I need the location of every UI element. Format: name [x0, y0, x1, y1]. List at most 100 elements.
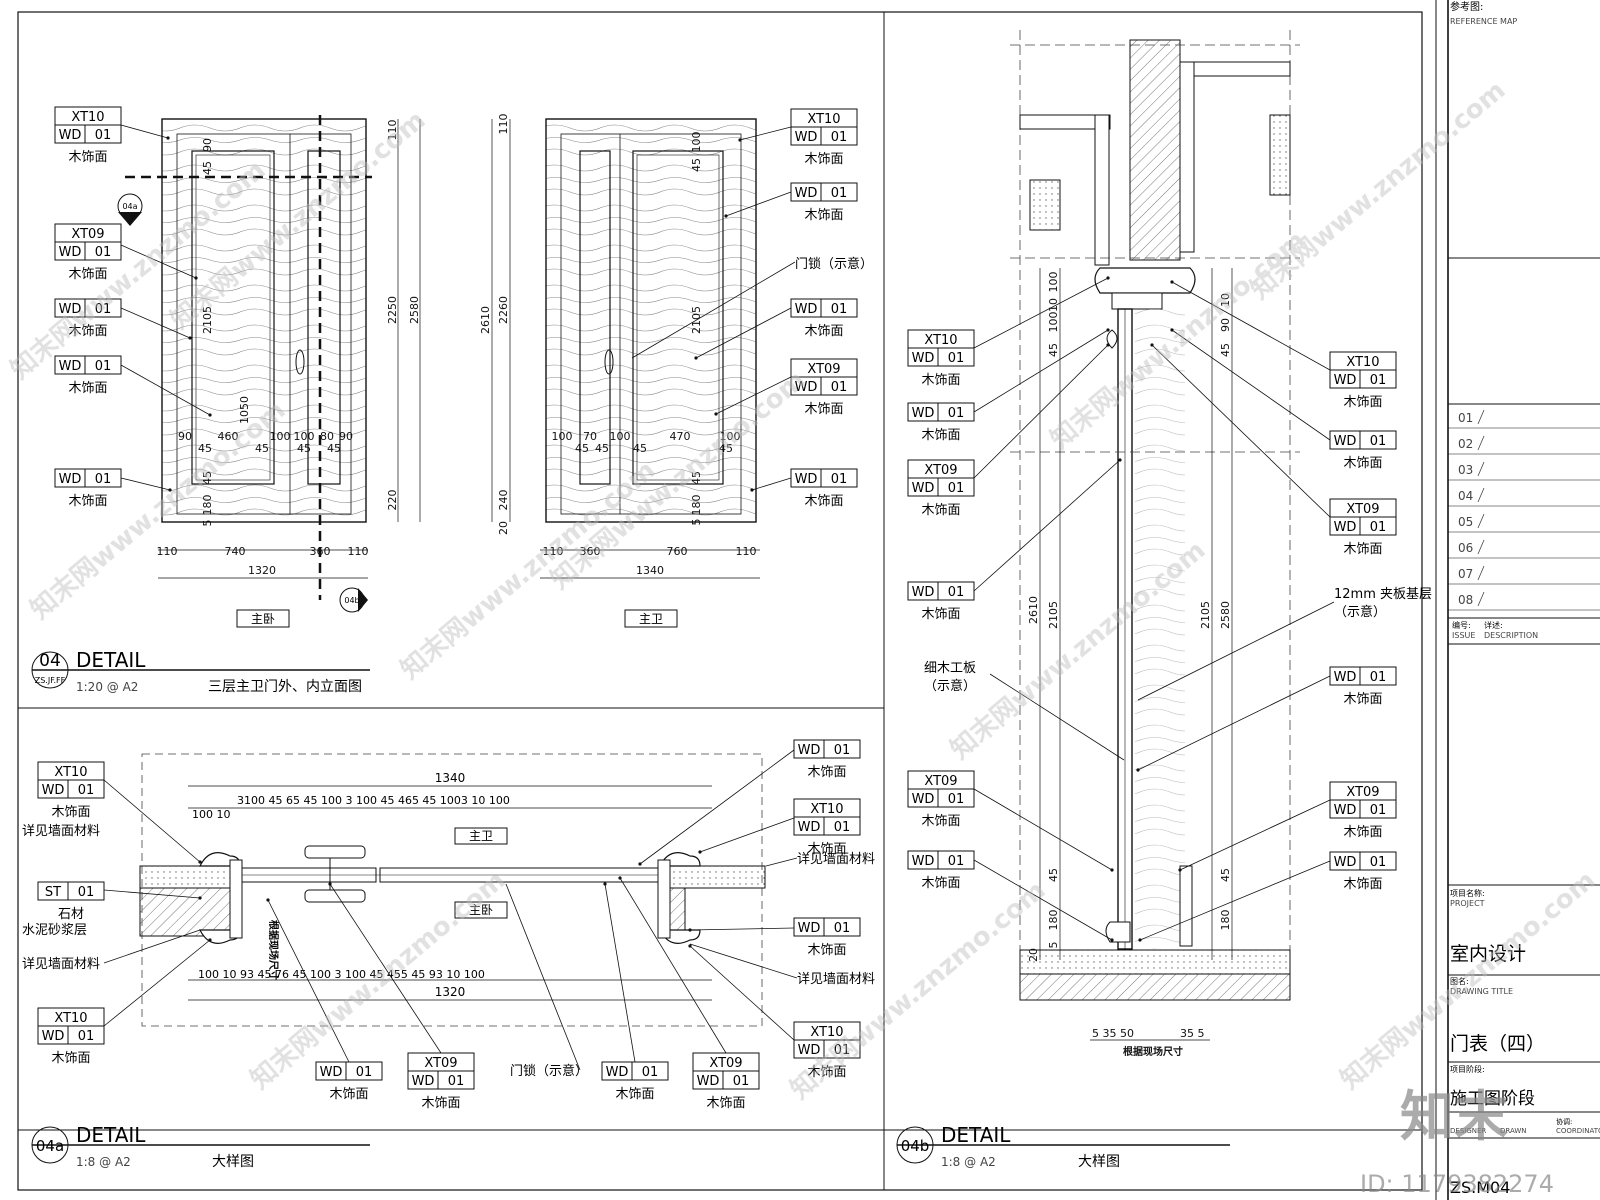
svg-text:木饰面: 木饰面	[807, 765, 846, 780]
svg-text:WD: WD	[798, 1043, 821, 1058]
svg-text:木饰面: 木饰面	[68, 150, 107, 165]
dim-width-total: 1320	[248, 564, 276, 577]
svg-text:01: 01	[1458, 411, 1473, 425]
svg-text:100: 100	[610, 430, 631, 443]
svg-text:360: 360	[580, 545, 601, 558]
svg-text:180: 180	[1047, 910, 1060, 931]
svg-text:45: 45	[297, 442, 311, 455]
svg-text:WD: WD	[912, 406, 935, 421]
svg-text:100: 100	[690, 132, 703, 153]
svg-text:45: 45	[1047, 343, 1060, 357]
svg-text:01: 01	[948, 585, 965, 600]
svg-text:04a: 04a	[36, 1137, 64, 1155]
svg-text:项目阶段:: 项目阶段:	[1450, 1064, 1485, 1074]
svg-text:DETAIL: DETAIL	[76, 1123, 146, 1147]
svg-text:2105: 2105	[201, 306, 214, 334]
svg-text:木饰面: 木饰面	[804, 402, 843, 417]
svg-text:01: 01	[733, 1074, 750, 1089]
svg-text:20: 20	[1027, 948, 1040, 962]
svg-text:01: 01	[948, 792, 965, 807]
svg-text:大样图: 大样图	[1078, 1154, 1120, 1170]
issue-row: 07	[1448, 565, 1600, 585]
svg-text:木饰面: 木饰面	[1343, 825, 1382, 840]
svg-text:460: 460	[218, 430, 239, 443]
svg-text:WD: WD	[59, 245, 82, 260]
svg-text:详见墙面材料: 详见墙面材料	[22, 824, 100, 839]
svg-text:编号:: 编号:	[1452, 620, 1471, 630]
svg-text:45: 45	[690, 471, 703, 485]
svg-text:木饰面: 木饰面	[706, 1096, 745, 1111]
svg-text:大样图: 大样图	[212, 1154, 254, 1170]
svg-text:45: 45	[201, 161, 214, 175]
svg-text:01: 01	[948, 854, 965, 869]
svg-text:WD: WD	[912, 351, 935, 366]
svg-text:WD: WD	[59, 472, 82, 487]
watermark-logo: 知末	[1400, 1085, 1508, 1148]
svg-text:WD: WD	[912, 792, 935, 807]
issue-row: 08	[1448, 591, 1600, 611]
svg-text:45: 45	[255, 442, 269, 455]
svg-text:70: 70	[583, 430, 597, 443]
svg-text:WD: WD	[795, 380, 818, 395]
svg-text:ST: ST	[45, 885, 61, 900]
svg-text:01: 01	[1370, 803, 1387, 818]
svg-text:1320: 1320	[435, 985, 466, 999]
svg-text:XT10: XT10	[924, 333, 957, 348]
detail-04b-section: 2610 2105 2105 2580 100 10 100 45 90 10 …	[896, 30, 1432, 1170]
svg-text:WD: WD	[1334, 520, 1357, 535]
svg-text:水泥砂浆层: 水泥砂浆层	[22, 923, 87, 938]
svg-text:45: 45	[327, 442, 341, 455]
svg-text:木饰面: 木饰面	[68, 494, 107, 509]
svg-text:5 35 50: 5 35 50	[1092, 1027, 1134, 1040]
svg-text:04b: 04b	[901, 1137, 930, 1155]
svg-text:90: 90	[178, 430, 192, 443]
svg-text:木饰面: 木饰面	[1343, 692, 1382, 707]
svg-text:01: 01	[448, 1074, 465, 1089]
svg-text:02: 02	[1458, 437, 1473, 451]
svg-text:根据现场尺寸: 根据现场尺寸	[267, 920, 280, 980]
svg-text:220: 220	[386, 490, 399, 511]
svg-text:100: 100	[270, 430, 291, 443]
svg-text:45: 45	[1219, 868, 1232, 882]
detail-04a-plan: 主卫 主卧 1340 3100 45 65 45 100 3 100 45 46…	[22, 739, 875, 1170]
svg-text:WD: WD	[912, 481, 935, 496]
svg-text:门锁（示意）: 门锁（示意）	[795, 256, 873, 272]
svg-text:01: 01	[95, 245, 112, 260]
svg-text:01: 01	[1370, 434, 1387, 449]
svg-text:2610: 2610	[479, 306, 492, 334]
svg-text:2105: 2105	[1047, 601, 1060, 629]
svg-text:04: 04	[39, 651, 61, 671]
svg-text:01: 01	[95, 128, 112, 143]
svg-text:DRAWING TITLE: DRAWING TITLE	[1450, 987, 1513, 996]
svg-text:WD: WD	[795, 472, 818, 487]
dims-bath-door: 1340 360 760 110 110 2610 2260 240 20 11…	[479, 114, 760, 579]
svg-text:45: 45	[690, 158, 703, 172]
svg-text:XT10: XT10	[807, 112, 840, 127]
svg-text:WD: WD	[59, 359, 82, 374]
svg-text:01: 01	[831, 302, 848, 317]
svg-text:XT10: XT10	[1346, 355, 1379, 370]
svg-text:01: 01	[834, 743, 851, 758]
issue-row: 03	[1448, 461, 1600, 481]
svg-text:2580: 2580	[408, 296, 421, 324]
svg-text:WD: WD	[59, 128, 82, 143]
svg-text:XT10: XT10	[810, 1025, 843, 1040]
svg-text:ISSUE: ISSUE	[1452, 631, 1475, 640]
issue-row: 02	[1448, 435, 1600, 455]
svg-text:XT10: XT10	[810, 802, 843, 817]
